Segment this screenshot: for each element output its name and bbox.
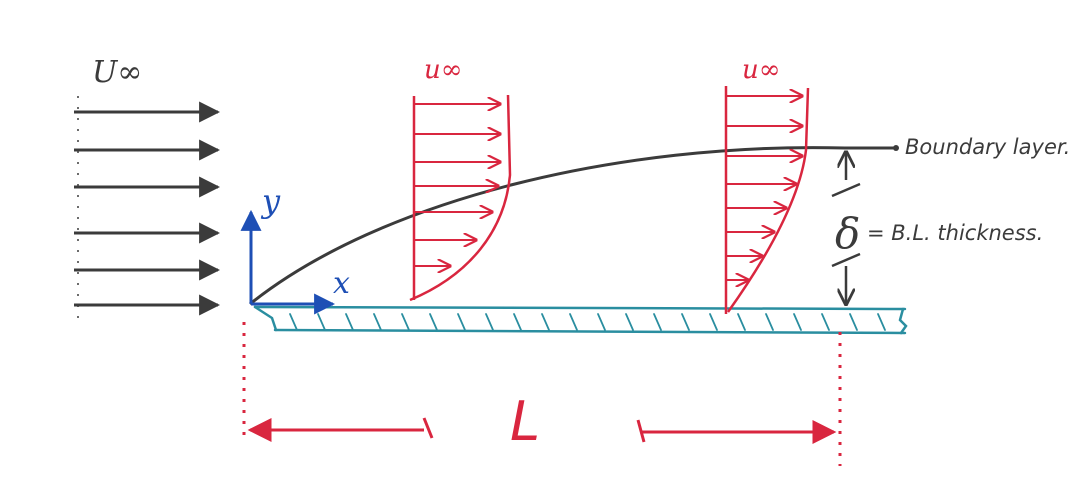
plate-trailing-edge <box>898 307 908 335</box>
plate-hatching <box>289 313 886 331</box>
velocity-profile-1 <box>409 94 512 302</box>
velocity-profile-2 <box>724 86 810 314</box>
y-axis-label: y <box>260 182 281 220</box>
profile-1-envelope <box>409 94 512 302</box>
profile-2-label: u∞ <box>742 55 780 85</box>
profile-1-label: u∞ <box>424 55 462 85</box>
thickness-symbol: δ <box>835 209 860 258</box>
length-dimension <box>242 322 842 466</box>
boundary-layer-curve <box>249 146 895 306</box>
x-axis-label: x <box>333 266 350 301</box>
boundary-layer-curve-end <box>893 145 899 151</box>
thickness-dimension <box>831 152 861 304</box>
coordinate-axes <box>240 209 336 315</box>
thickness-label: = B.L. thickness. <box>867 221 1043 245</box>
profile-2-envelope <box>726 87 810 313</box>
plate-top-edge <box>253 305 907 311</box>
boundary-layer-label: Boundary layer. <box>905 135 1070 159</box>
flat-plate <box>253 305 908 335</box>
freestream-label: U∞ <box>92 55 142 90</box>
freestream-arrows <box>74 101 221 316</box>
plate-leading-edge <box>253 305 278 332</box>
plate-bottom-edge <box>273 328 907 335</box>
length-label: L <box>510 390 540 453</box>
